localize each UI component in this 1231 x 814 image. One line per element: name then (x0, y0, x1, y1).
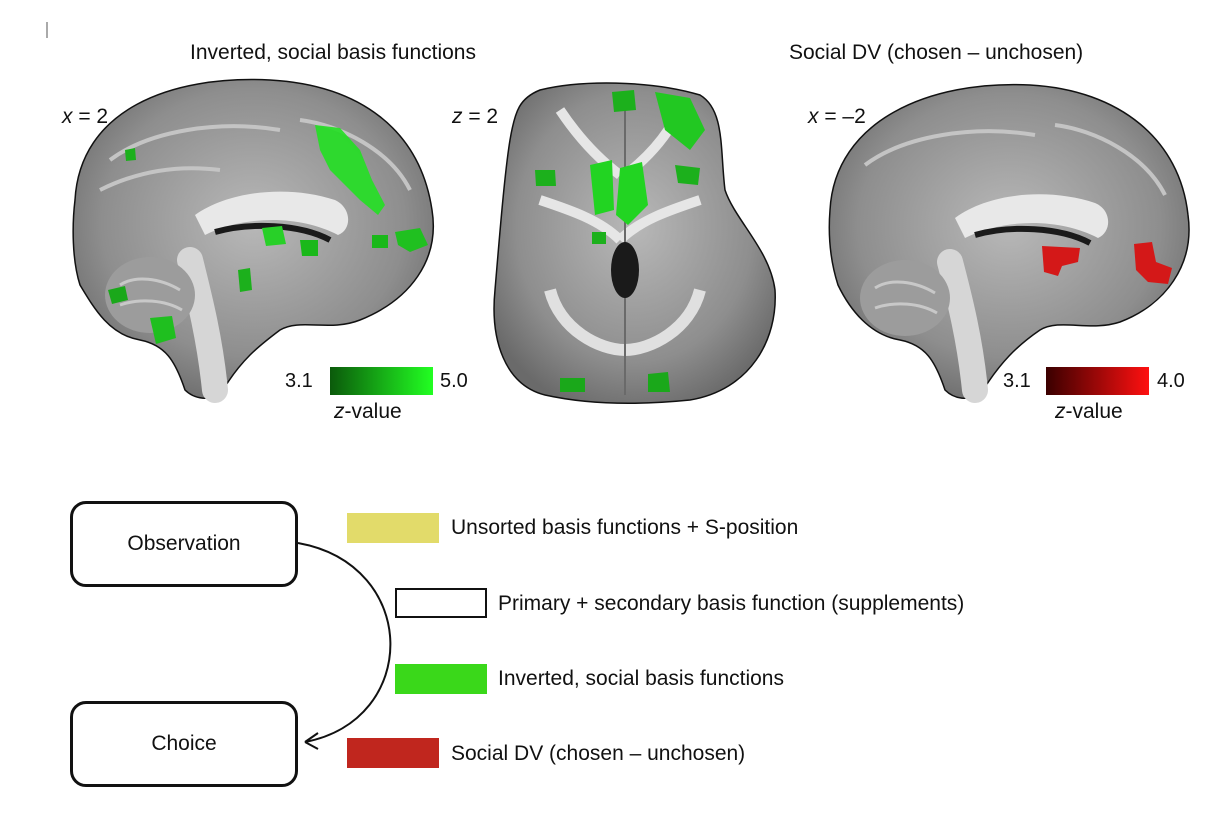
red-colorbar (1046, 367, 1149, 395)
sagittal-brain-left (72, 78, 434, 403)
slice-label-left: x = 2 (62, 105, 109, 128)
legend-swatch-social-dv (347, 738, 439, 768)
red-colorbar-max: 4.0 (1157, 370, 1185, 392)
legend-swatch-unsorted (347, 513, 439, 543)
right-panel-title: Social DV (chosen – unchosen) (789, 41, 1084, 64)
green-colorbar-max: 5.0 (440, 370, 468, 392)
legend-swatch-inverted-social (395, 664, 487, 694)
sagittal-brain-right (828, 83, 1190, 403)
left-panel-title: Inverted, social basis functions (190, 41, 476, 64)
choice-node: Choice (70, 701, 298, 787)
legend-label-inverted-social: Inverted, social basis functions (498, 667, 784, 690)
slice-label-right: x = –2 (808, 105, 866, 128)
legend-swatch-primary-secondary (395, 588, 487, 618)
green-colorbar-label: z-value (334, 400, 402, 423)
observation-node: Observation (70, 501, 298, 587)
red-colorbar-label: z-value (1055, 400, 1123, 423)
slice-label-middle: z = 2 (452, 105, 499, 128)
legend-label-unsorted: Unsorted basis functions + S-position (451, 516, 799, 539)
green-colorbar (330, 367, 433, 395)
legend-label-social-dv: Social DV (chosen – unchosen) (451, 742, 746, 765)
green-colorbar-min: 3.1 (285, 370, 313, 392)
legend-label-primary-secondary: Primary + secondary basis function (supp… (498, 592, 965, 615)
red-colorbar-min: 3.1 (1003, 370, 1031, 392)
axial-brain (493, 82, 776, 405)
